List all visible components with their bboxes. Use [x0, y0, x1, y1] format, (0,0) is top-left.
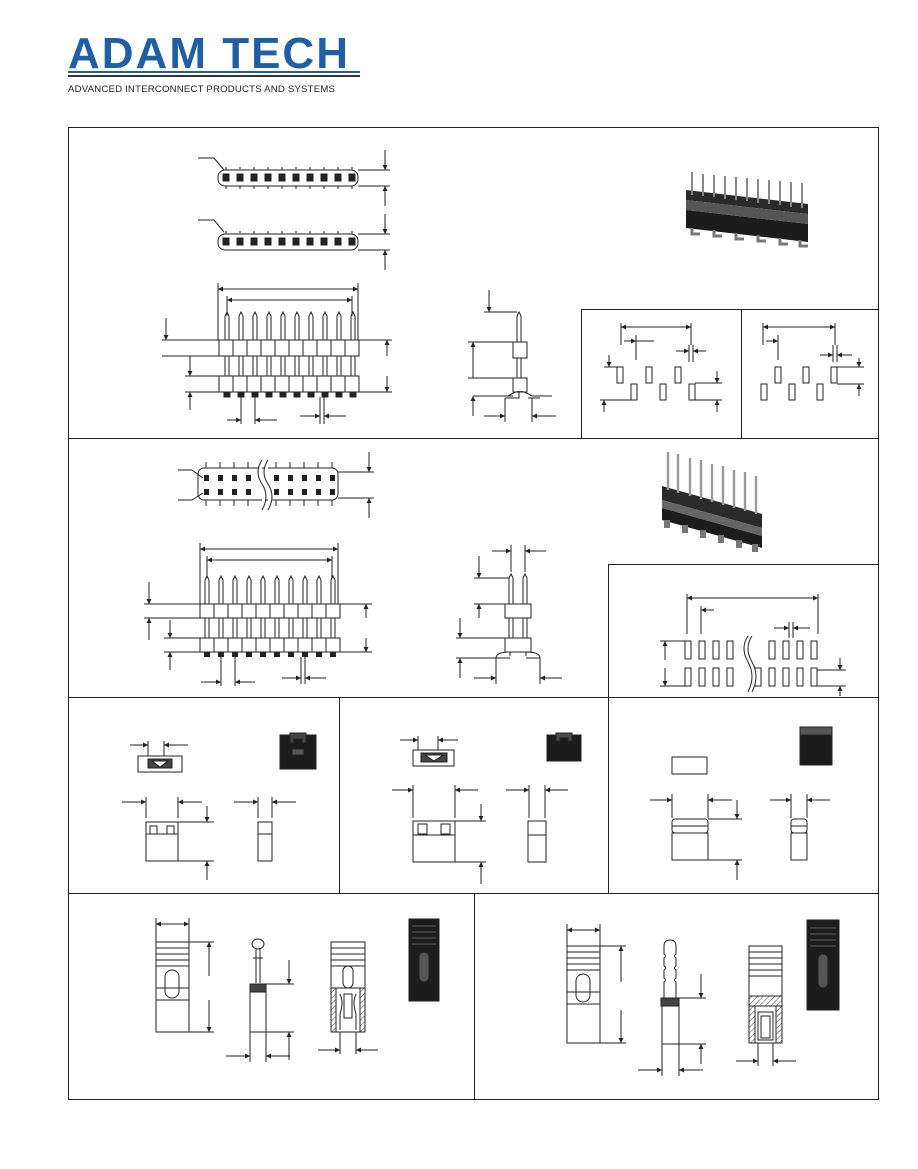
adam-tech-logo: ADAM TECH [68, 30, 360, 78]
top-view-dual [178, 452, 374, 518]
product-photo-dual-row [662, 452, 762, 552]
tagline: ADVANCED INTERCONNECT PRODUCTS AND SYSTE… [68, 84, 336, 95]
jumper-a-photo [279, 732, 317, 770]
product-photo-single-row [686, 172, 808, 248]
frame [68, 127, 879, 1100]
jumper-d-views [155, 918, 378, 1062]
section-1-single-row-header [162, 150, 864, 424]
front-elevation [162, 283, 392, 424]
jumper-b-views [392, 736, 568, 884]
section-4-jumpers [155, 918, 840, 1076]
jumper-c-views [650, 756, 830, 880]
section-2-dual-row-header [144, 452, 846, 696]
side-view [468, 290, 556, 422]
top-view-row-1 [198, 150, 390, 206]
jumper-e-views [566, 924, 796, 1076]
pcb-footprint-b [760, 323, 864, 401]
section-3-jumpers [122, 726, 833, 884]
jumper-e-photo [806, 919, 840, 1011]
front-elevation-dual [144, 543, 372, 686]
jumper-a-views [122, 741, 296, 880]
pcb-footprint-dual [660, 594, 846, 696]
jumper-d-photo [408, 918, 440, 1002]
side-view-dual [456, 545, 562, 684]
top-view-row-2 [198, 214, 390, 270]
pcb-footprint-a [600, 323, 722, 412]
jumper-b-photo [546, 732, 582, 762]
logo-text: ADAM TECH [68, 30, 350, 78]
jumper-c-photo [799, 726, 833, 766]
